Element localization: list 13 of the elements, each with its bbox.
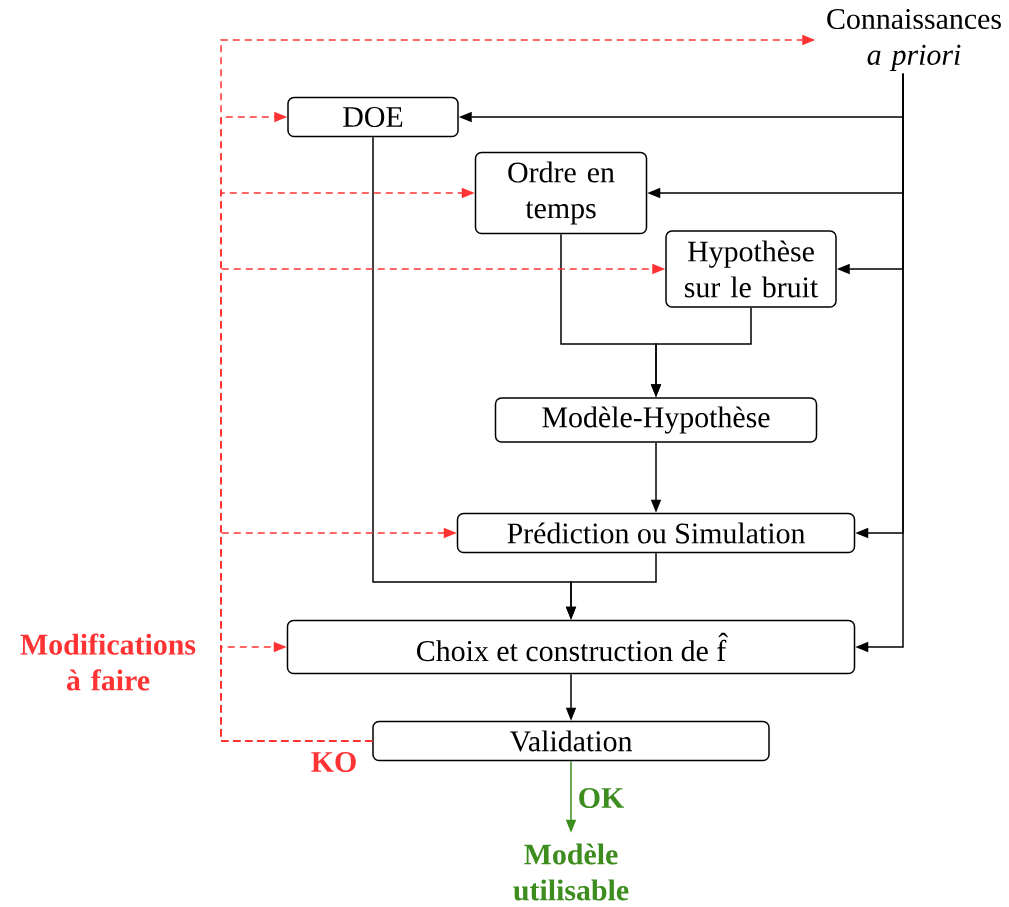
process-box: Validation bbox=[372, 720, 770, 762]
process-box: Choix et construction de f̂ bbox=[286, 619, 856, 675]
process-box: Modèle-Hypothèse bbox=[494, 397, 818, 443]
dashed-arrow bbox=[220, 641, 373, 742]
input-text: Connaissances a priori bbox=[827, 9, 1001, 71]
process-box: Prédiction ou Simulation bbox=[456, 512, 856, 554]
edge-label: OK bbox=[575, 785, 627, 811]
side-label: Modifications à faire bbox=[20, 633, 196, 691]
process-box: Ordre en temps bbox=[474, 151, 648, 235]
process-box: DOE bbox=[287, 96, 459, 138]
process-box: Hypothèse sur le bruit bbox=[665, 230, 837, 308]
result-text: Modèle utilisable bbox=[513, 843, 629, 901]
edge-label: KO bbox=[308, 749, 360, 775]
